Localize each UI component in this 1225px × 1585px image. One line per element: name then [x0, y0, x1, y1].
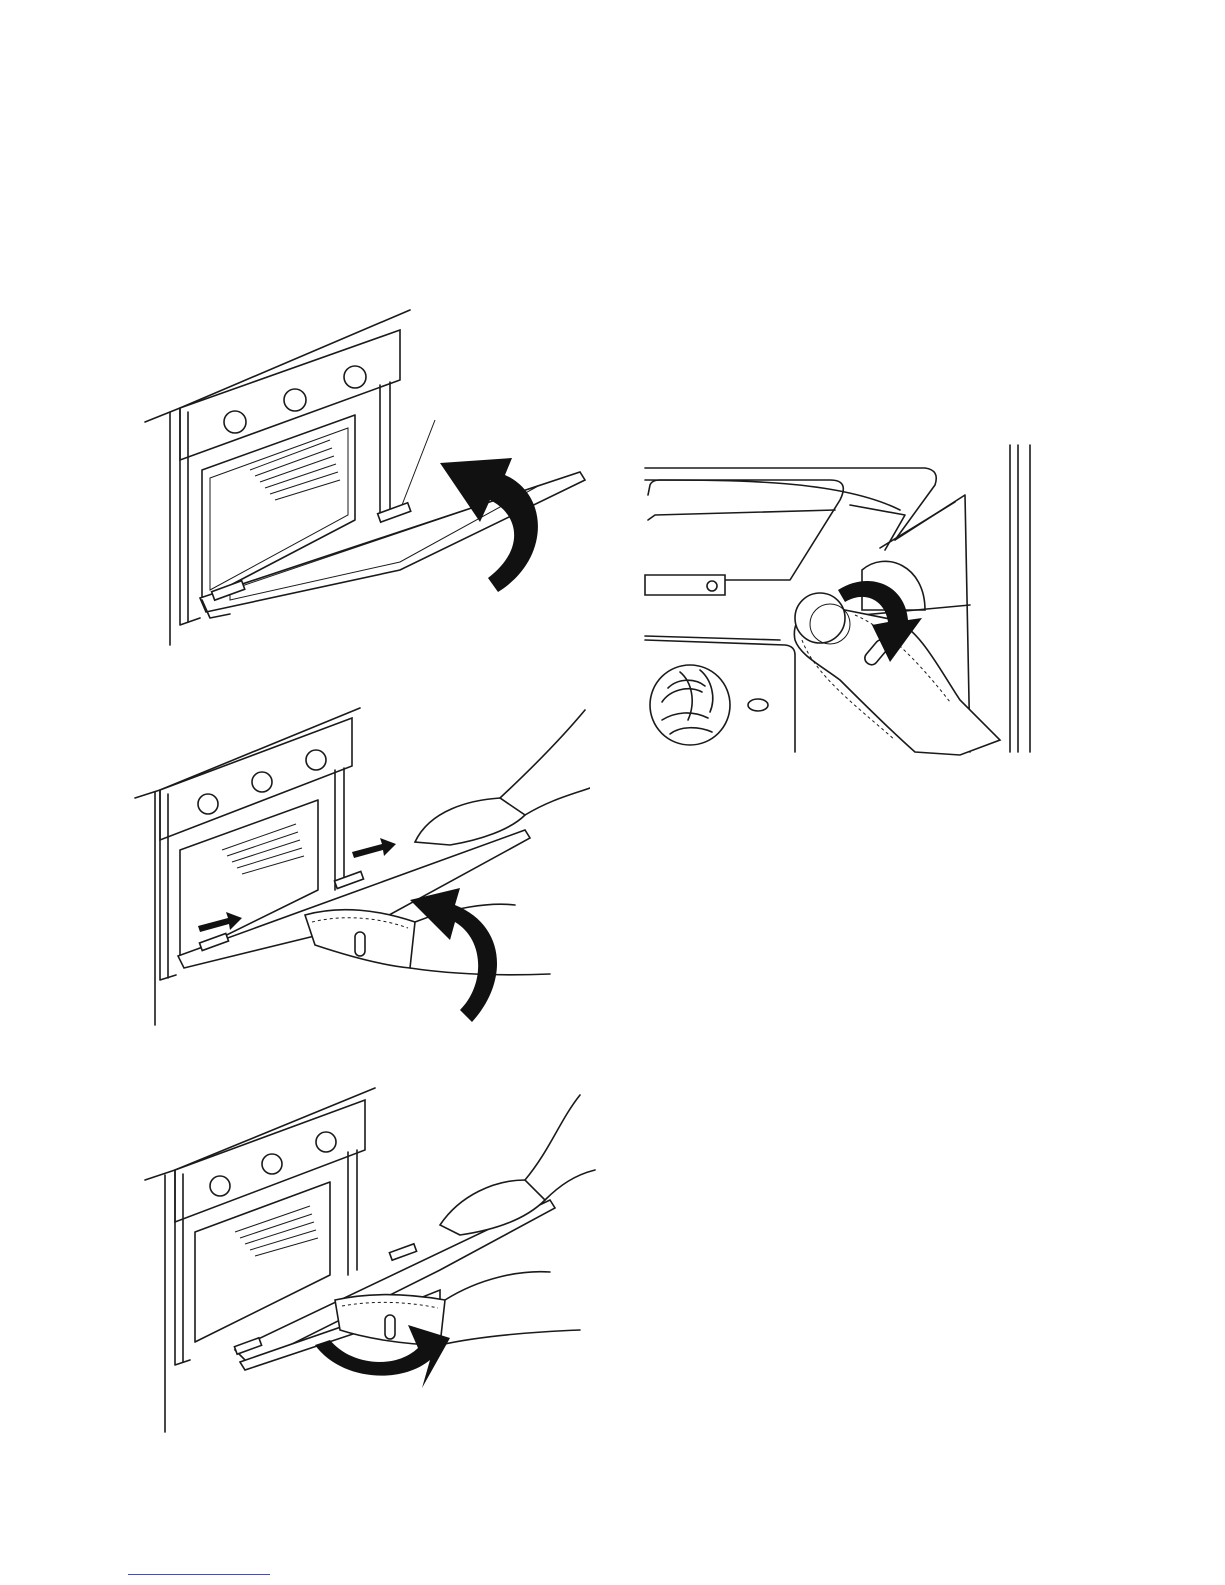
oven-door-figure-1 — [140, 300, 600, 660]
oven-lamp-figure — [640, 440, 1040, 760]
oven-door-figure-2 — [130, 700, 590, 1030]
oven-door-figure-3 — [140, 1080, 600, 1440]
footer-link[interactable] — [128, 1574, 270, 1575]
